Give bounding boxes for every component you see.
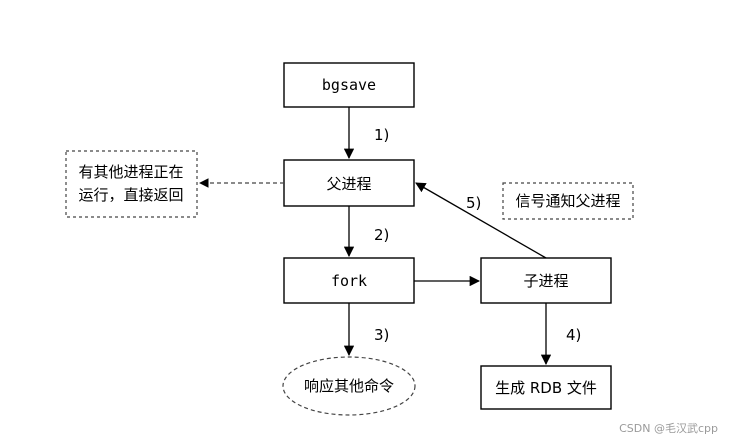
generate-rdb-node: 生成 RDB 文件 — [480, 365, 612, 410]
bgsave-node: bgsave — [283, 62, 415, 108]
parent-process-node: 父进程 — [283, 159, 415, 207]
signal-note-label: 信号通知父进程 — [515, 192, 620, 210]
fork-node: fork — [283, 257, 415, 304]
child-process-label: 子进程 — [523, 272, 568, 290]
step-2-label: 2) — [374, 226, 389, 244]
csdn-watermark: CSDN @毛汉武cpp — [619, 422, 718, 435]
running-note-line1: 有其他进程正在 — [78, 163, 183, 181]
step-4-label: 4) — [566, 326, 581, 344]
child-process-node: 子进程 — [480, 257, 612, 304]
step-1-label: 1) — [374, 126, 389, 144]
running-note-line2: 运行，直接返回 — [78, 186, 183, 204]
fork-label: fork — [331, 272, 367, 290]
parent-process-label: 父进程 — [326, 175, 371, 193]
arrow-child-to-parent — [415, 182, 547, 259]
step-3-label: 3) — [374, 326, 389, 344]
respond-commands-label: 响应其他命令 — [304, 377, 394, 395]
step-5-label: 5) — [466, 194, 481, 212]
bgsave-label: bgsave — [322, 76, 376, 94]
generate-rdb-label: 生成 RDB 文件 — [495, 379, 597, 397]
respond-commands-node: 响应其他命令 — [282, 356, 416, 416]
signal-parent-note: 信号通知父进程 — [502, 182, 634, 220]
running-process-note: 有其他进程正在 运行，直接返回 — [65, 150, 198, 218]
